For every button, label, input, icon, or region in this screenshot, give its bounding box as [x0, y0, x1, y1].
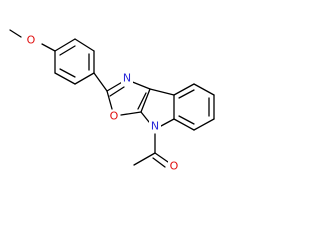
bond-bz1-inner	[178, 89, 195, 99]
bond-c3a-c3b	[149, 88, 175, 96]
bond-carbonyl-o-inner	[152, 157, 166, 168]
acetyl-group	[133, 133, 169, 168]
atom-ring-n: N	[121, 72, 133, 85]
bond-bz5	[173, 118, 195, 131]
bond-c7a-n	[160, 118, 175, 127]
bond-carbonyl-o	[154, 152, 169, 163]
bond-bz2	[193, 83, 215, 96]
bond-ar1-inner	[59, 45, 76, 56]
bond-ar5	[54, 72, 76, 85]
bond-c2-n-inner	[109, 86, 125, 97]
ring-o-label: O	[110, 110, 119, 123]
bond-ar4	[74, 72, 95, 85]
atom-methoxy-o: O	[25, 34, 37, 47]
bond-bz5-inner	[178, 115, 195, 125]
atom-indole-n: N	[149, 120, 161, 133]
bond-aryl-c2	[93, 72, 108, 92]
bond-ar5-inner	[59, 68, 76, 78]
oxazole-ring	[106, 80, 151, 116]
bond-c7b-o	[120, 111, 142, 116]
bond-methyl-o	[9, 29, 22, 38]
bond-c3a-c7b-inner	[137, 92, 147, 110]
methoxy-o-label: O	[27, 34, 36, 47]
indole-n-label: N	[151, 120, 159, 133]
benzo-ring	[173, 83, 215, 131]
bond-ar1	[54, 38, 76, 52]
pyrrole-ring	[140, 88, 175, 127]
methoxyphenyl-ring	[54, 38, 95, 85]
bond-n-c7b	[140, 111, 150, 123]
molecule-structure: O N O N O	[9, 29, 215, 173]
bond-bz1	[173, 83, 195, 96]
methoxy-group	[9, 29, 56, 52]
carbonyl-o-label: O	[170, 160, 179, 173]
bond-carbonyl-methyl	[133, 152, 156, 166]
atom-carbonyl-o: O	[168, 160, 180, 173]
bond-c3a-c7b	[140, 88, 151, 113]
ring-n-label: N	[123, 72, 131, 85]
bond-o-c2	[106, 90, 113, 110]
bond-bz4	[193, 118, 215, 131]
bond-o-aryl	[41, 43, 56, 52]
bond-n-c3a	[129, 80, 151, 90]
atom-ring-o: O	[108, 110, 120, 123]
bond-ar2	[74, 38, 95, 52]
